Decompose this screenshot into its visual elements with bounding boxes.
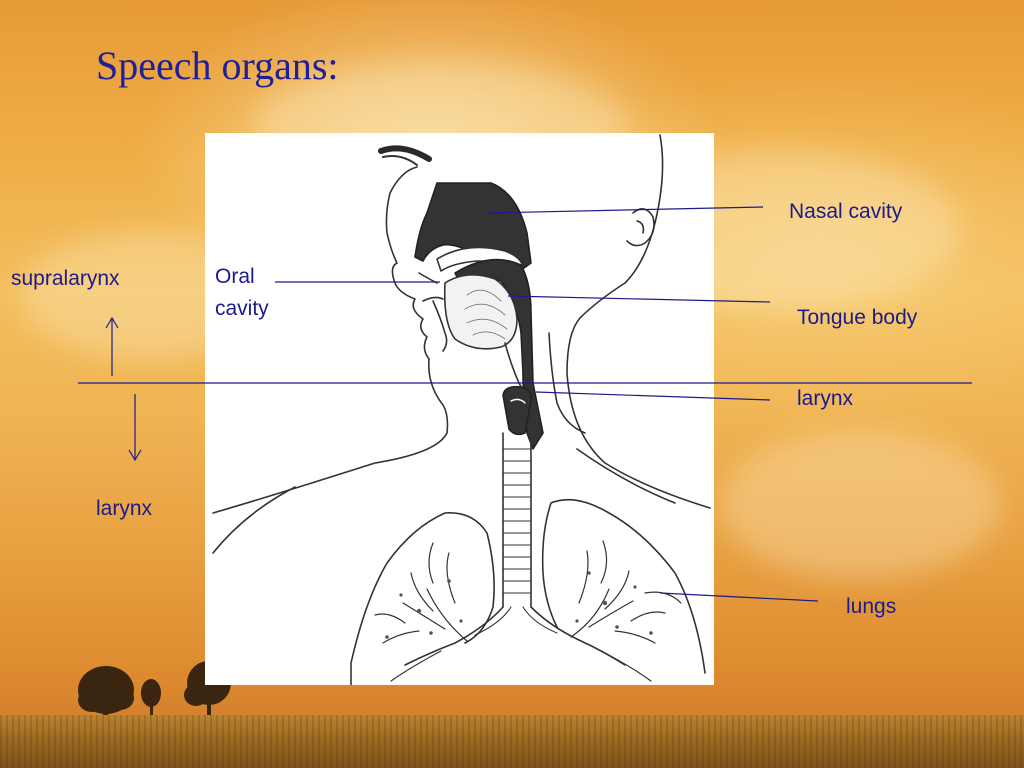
label-lungs: lungs: [846, 595, 897, 618]
label-oral-cavity-line1: Oral: [215, 265, 255, 288]
label-tongue-body: Tongue body: [797, 306, 918, 329]
label-larynx-right: larynx: [797, 387, 854, 410]
cloud-glow: [720, 430, 1000, 580]
label-larynx-left: larynx: [96, 497, 153, 520]
label-supralarynx: supralarynx: [11, 267, 120, 290]
speech-organs-illustration: [205, 133, 714, 685]
anatomy-drawing: [212, 134, 711, 685]
label-nasal-cavity: Nasal cavity: [789, 200, 903, 223]
field-texture: [0, 715, 1024, 768]
slide-title: Speech organs:: [96, 43, 339, 88]
field-ground: [0, 715, 1024, 768]
label-oral-cavity-line2: cavity: [215, 297, 269, 320]
